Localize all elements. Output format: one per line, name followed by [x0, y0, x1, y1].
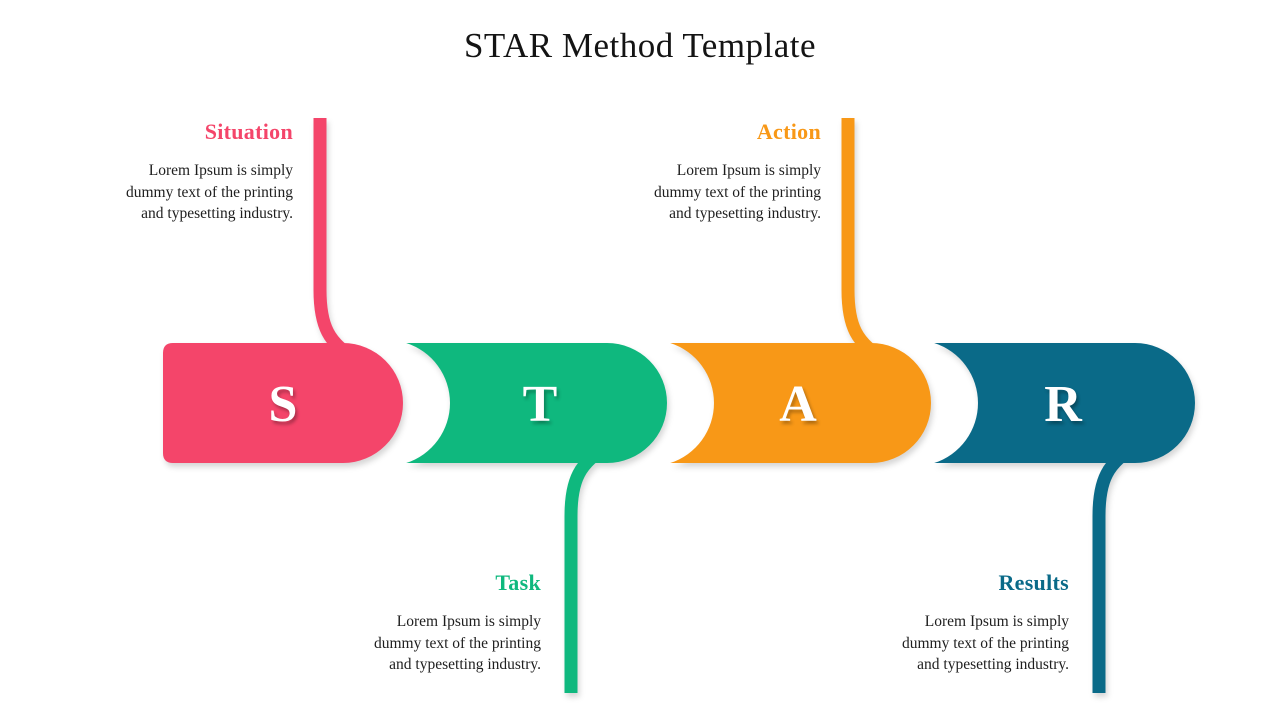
block-a	[670, 343, 931, 463]
task-heading: Task	[495, 570, 541, 595]
situation-connector-pipe	[313, 118, 362, 366]
task-description-line: dummy text of the printing	[373, 634, 541, 652]
block-t	[406, 343, 667, 463]
page-title: STAR Method Template	[463, 26, 817, 65]
results-heading: Results	[998, 570, 1069, 595]
action-description-line: Lorem Ipsum is simply	[676, 162, 821, 179]
results-description-line: dummy text of the printing	[901, 634, 1069, 652]
situation-description-line: dummy text of the printing	[125, 183, 293, 201]
results-description-line: and typesetting industry.	[917, 656, 1069, 673]
letter-t: T	[523, 376, 558, 433]
task-connector-pipe	[564, 440, 613, 693]
results-description-line: Lorem Ipsum is simply	[924, 613, 1069, 630]
situation-description-line: and typesetting industry.	[141, 205, 293, 222]
situation-description-line: Lorem Ipsum is simply	[148, 162, 293, 179]
task-description-line: and typesetting industry.	[389, 656, 541, 673]
action-description-line: and typesetting industry.	[669, 205, 821, 222]
task-text-block: Task Lorem Ipsum is simply dummy text of…	[331, 570, 541, 676]
results-text-block: Results Lorem Ipsum is simply dummy text…	[859, 570, 1069, 676]
situation-heading: Situation	[204, 119, 293, 144]
block-r	[934, 343, 1195, 463]
action-connector-pipe	[841, 118, 890, 366]
task-description-line: Lorem Ipsum is simply	[396, 613, 541, 630]
letter-s: S	[269, 376, 298, 433]
results-connector-pipe	[1092, 440, 1141, 693]
block-s	[163, 343, 403, 463]
letter-r: R	[1044, 376, 1083, 433]
action-description-line: dummy text of the printing	[653, 183, 821, 201]
action-text-block: Action Lorem Ipsum is simply dummy text …	[611, 119, 821, 225]
situation-text-block: Situation Lorem Ipsum is simply dummy te…	[83, 119, 293, 225]
action-heading: Action	[756, 119, 821, 144]
letter-a: A	[779, 376, 817, 433]
